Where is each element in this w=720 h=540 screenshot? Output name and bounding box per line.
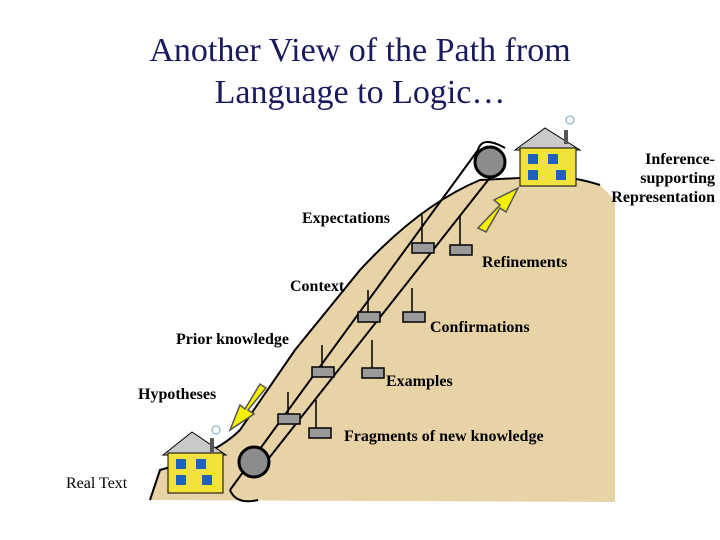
weight-group xyxy=(277,215,473,439)
pulley-top-icon xyxy=(473,145,507,179)
bottom-house-icon xyxy=(161,425,228,494)
label-inference-representation: Inference- supporting Representation xyxy=(585,150,715,207)
rope-right-bend xyxy=(477,141,506,151)
arrow-up-icon xyxy=(476,186,520,233)
title-line-2: Language to Logic… xyxy=(214,74,506,111)
label-confirmations: Confirmations xyxy=(430,319,530,336)
inference-line-3: Representation xyxy=(611,189,715,206)
hill-shape xyxy=(150,176,615,502)
arrow-down-icon xyxy=(228,382,268,432)
label-expectations: Expectations xyxy=(302,210,390,227)
label-refinements: Refinements xyxy=(482,254,568,271)
label-real-text: Real Text xyxy=(66,475,128,492)
rope-left-bend xyxy=(229,489,259,503)
inference-line-2: supporting xyxy=(640,170,715,187)
label-hypotheses: Hypotheses xyxy=(138,386,217,403)
label-context: Context xyxy=(290,278,345,295)
title-line-1: Another View of the Path from xyxy=(149,32,571,69)
pulley-bottom-icon xyxy=(237,445,271,479)
inference-line-1: Inference- xyxy=(645,151,715,168)
rope-upper xyxy=(229,149,479,491)
label-prior-knowledge: Prior knowledge xyxy=(176,331,290,348)
slide-title: Another View of the Path from Language t… xyxy=(60,30,660,114)
label-examples: Examples xyxy=(386,373,453,390)
label-fragments: Fragments of new knowledge xyxy=(344,428,544,445)
top-house-icon xyxy=(513,115,582,187)
